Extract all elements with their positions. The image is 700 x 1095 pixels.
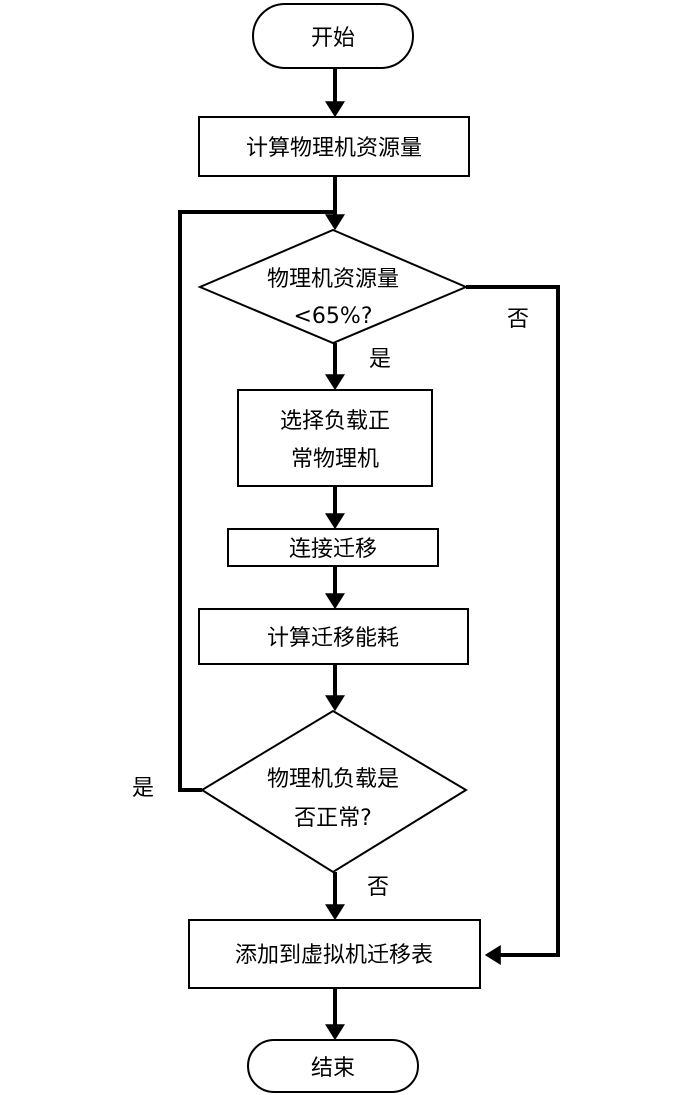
select-normal-box: 选择负载正 常物理机 xyxy=(237,389,433,487)
add-table-label: 添加到虚拟机迁移表 xyxy=(235,943,433,968)
calc-energy-label: 计算迁移能耗 xyxy=(267,626,399,651)
resource-decision: 物理机资源量 <65%? xyxy=(197,228,469,345)
start-terminal: 开始 xyxy=(252,3,414,69)
calc-resource-label: 计算物理机资源量 xyxy=(246,136,422,161)
select-line1: 选择负载正 xyxy=(280,409,390,434)
connect-migrate-label: 连接迁移 xyxy=(289,537,377,562)
edge-decision2-yes-loop xyxy=(178,210,335,792)
connect-migrate-box: 连接迁移 xyxy=(227,528,439,567)
end-terminal: 结束 xyxy=(247,1039,419,1093)
calc-resource-box: 计算物理机资源量 xyxy=(198,116,470,177)
decision1-line2: <65%? xyxy=(293,304,372,329)
decision2-line2: 否正常? xyxy=(294,806,372,831)
load-decision: 物理机负载是 否正常? xyxy=(200,709,468,874)
decision2-no-label: 否 xyxy=(367,875,389,900)
decision2-yes-label: 是 xyxy=(132,776,154,801)
decision1-yes-label: 是 xyxy=(369,347,391,372)
decision2-line1: 物理机负载是 xyxy=(267,767,399,792)
add-table-box: 添加到虚拟机迁移表 xyxy=(188,919,481,989)
select-line2: 常物理机 xyxy=(291,447,379,472)
end-label: 结束 xyxy=(311,1056,355,1081)
decision1-line1: 物理机资源量 xyxy=(267,267,399,292)
decision1-no-label: 否 xyxy=(507,307,529,332)
edge-decision1-no-to-add xyxy=(466,285,560,965)
connectors xyxy=(178,68,560,1041)
calc-energy-box: 计算迁移能耗 xyxy=(198,608,469,665)
start-label: 开始 xyxy=(311,26,355,51)
